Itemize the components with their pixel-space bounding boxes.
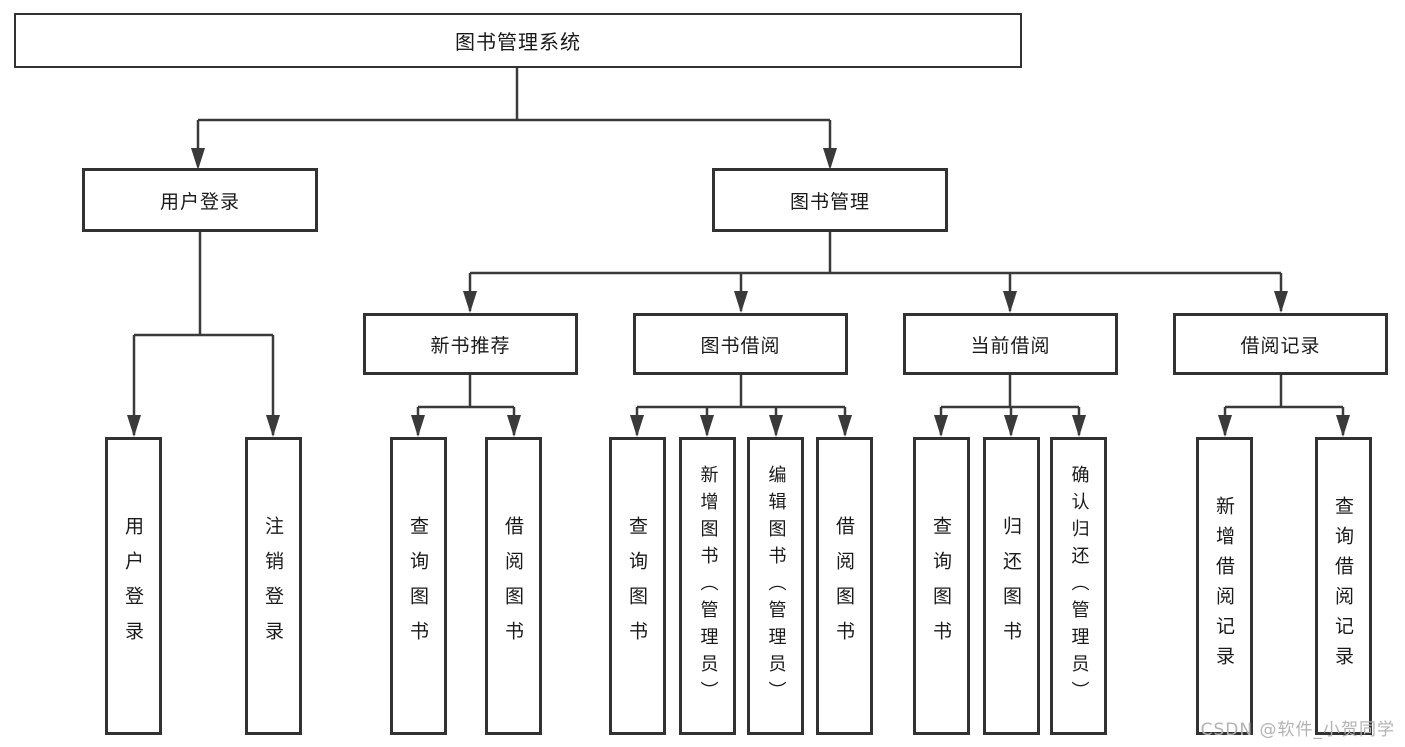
node-current-borrow: 当前借阅 — [903, 313, 1118, 375]
node-current-borrow-label: 当前借阅 — [970, 334, 1051, 357]
leaf-query-book-recommend: 查询图书 — [390, 437, 447, 735]
node-borrow-records-label: 借阅记录 — [1240, 334, 1321, 357]
leaf-add-borrow-record: 新增借阅记录 — [1196, 437, 1253, 735]
leaf-return-book-label: 归还图书 — [1000, 516, 1022, 656]
leaf-query-book-borrow: 查询图书 — [609, 437, 666, 735]
leaf-query-book-current: 查询图书 — [913, 437, 970, 735]
leaf-confirm-return-admin-label: 确认归还（管理员） — [1068, 464, 1090, 708]
leaf-add-book-admin-label: 新增图书（管理员） — [697, 464, 719, 708]
node-book-borrow-label: 图书借阅 — [700, 334, 781, 357]
node-new-book-recommend: 新书推荐 — [363, 313, 578, 375]
leaf-borrow-book-recommend: 借阅图书 — [485, 437, 542, 735]
leaf-query-borrow-record-label: 查询借阅记录 — [1332, 496, 1354, 676]
leaf-return-book: 归还图书 — [983, 437, 1040, 735]
node-root-system: 图书管理系统 — [14, 13, 1022, 68]
node-book-management-label: 图书管理 — [789, 190, 870, 213]
node-user-login-label: 用户登录 — [159, 190, 240, 213]
leaf-borrow-book-label: 借阅图书 — [833, 516, 855, 656]
node-user-login: 用户登录 — [82, 168, 318, 232]
leaf-add-book-admin: 新增图书（管理员） — [679, 437, 736, 735]
node-borrow-records: 借阅记录 — [1173, 313, 1388, 375]
leaf-query-book-current-label: 查询图书 — [930, 516, 952, 656]
leaf-logout-login-label: 注销登录 — [262, 516, 284, 656]
node-book-borrow: 图书借阅 — [633, 313, 848, 375]
leaf-query-borrow-record: 查询借阅记录 — [1315, 437, 1372, 735]
leaf-query-book-borrow-label: 查询图书 — [626, 516, 648, 656]
leaf-confirm-return-admin: 确认归还（管理员） — [1050, 437, 1107, 735]
leaf-edit-book-admin-label: 编辑图书（管理员） — [765, 464, 787, 708]
node-new-book-recommend-label: 新书推荐 — [430, 334, 511, 357]
csdn-watermark: CSDN @软件_小贺同学 — [1200, 720, 1395, 740]
leaf-add-borrow-record-label: 新增借阅记录 — [1213, 496, 1235, 676]
leaf-borrow-book-recommend-label: 借阅图书 — [502, 516, 524, 656]
leaf-query-book-recommend-label: 查询图书 — [407, 516, 429, 656]
leaf-user-login: 用户登录 — [105, 437, 162, 735]
node-root-label: 图书管理系统 — [455, 30, 581, 54]
leaf-user-login-label: 用户登录 — [122, 516, 144, 656]
leaf-logout-login: 注销登录 — [245, 437, 302, 735]
node-book-management: 图书管理 — [712, 168, 948, 232]
leaf-borrow-book: 借阅图书 — [816, 437, 873, 735]
leaf-edit-book-admin: 编辑图书（管理员） — [747, 437, 804, 735]
